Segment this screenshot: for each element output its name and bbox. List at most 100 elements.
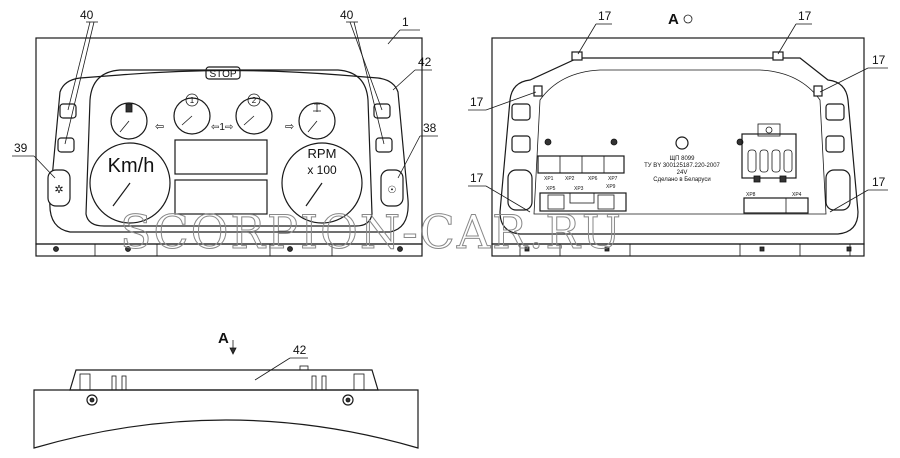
thermometer-icon xyxy=(313,103,321,112)
base-tab xyxy=(94,243,158,257)
clip-17 xyxy=(533,85,543,97)
speedometer: Km/h xyxy=(89,142,171,224)
rear-socket xyxy=(825,103,845,121)
relay-box xyxy=(741,123,797,183)
screw-icon xyxy=(345,397,351,403)
front-base-strip xyxy=(35,243,423,257)
stud-icon xyxy=(544,138,552,146)
connector-xp1: XP1 xyxy=(544,176,554,182)
callout-17-top-left: 17 xyxy=(598,9,612,23)
screw-icon xyxy=(397,246,403,252)
callout-40-right: 40 xyxy=(340,8,354,22)
rear-socket xyxy=(511,135,531,153)
rear-view: A ЩП 8099 ТУ BY 300125187.220-2007 24V С… xyxy=(468,9,888,257)
rpm-scale: x 100 xyxy=(307,163,337,177)
lcd-display-lower xyxy=(174,179,268,215)
sun-icon: ✲ xyxy=(54,184,63,196)
screw-icon xyxy=(53,246,59,252)
center-arrows: ⇦1⇨ xyxy=(211,122,233,133)
callout-17-mid-right: 17 xyxy=(872,53,886,67)
left-button-lower xyxy=(57,137,75,153)
clip-icon xyxy=(846,246,852,252)
screw-icon xyxy=(86,394,98,406)
arrow-down-icon xyxy=(229,347,237,355)
rpm-label: RPM xyxy=(308,146,337,161)
callout-17-bottom-right: 17 xyxy=(872,175,886,189)
clip-icon xyxy=(524,246,530,252)
watermark: SCORPION-CAR.RU xyxy=(120,205,623,259)
base-tab xyxy=(269,243,333,257)
fuel-icon xyxy=(125,103,133,113)
screw-icon xyxy=(89,397,95,403)
view-a-label-top: A xyxy=(668,11,679,28)
right-button-upper xyxy=(373,103,391,119)
stop-label: STOP xyxy=(209,69,236,80)
callout-38: 38 xyxy=(423,121,437,135)
front-bezel xyxy=(49,69,409,233)
front-view: STOP 1 2 ⇦ ⇦1⇨ ⇨ xyxy=(12,8,438,257)
lcd-display-upper xyxy=(174,139,268,175)
rear-socket xyxy=(511,103,531,121)
stop-lamp xyxy=(205,66,241,80)
light-switch-39 xyxy=(47,169,71,207)
connector-xp8: XP8 xyxy=(746,192,756,198)
stud-icon xyxy=(610,138,618,146)
gauge-1: 1 xyxy=(173,93,211,135)
screw-icon xyxy=(342,394,354,406)
callout-42-bottom: 42 xyxy=(293,343,307,357)
left-turn-icon: ⇦ xyxy=(155,121,164,133)
view-a-label-bottom: A xyxy=(218,330,229,347)
screw-icon xyxy=(287,246,293,252)
rear-socket xyxy=(825,135,845,153)
connector-xp7: XP7 xyxy=(608,176,618,182)
callout-40-left: 40 xyxy=(80,8,94,22)
view-marker-icon xyxy=(683,14,693,24)
gauge-1-number: 1 xyxy=(190,96,195,105)
housing-bottom-view xyxy=(33,389,419,449)
right-button-lower xyxy=(375,137,393,153)
view-a-bottom: A 42 xyxy=(33,330,419,449)
right-turn-icon: ⇨ xyxy=(285,121,294,133)
connector-block-upper xyxy=(537,155,625,174)
callout-17-bottom-left: 17 xyxy=(470,171,484,185)
dial-face xyxy=(85,69,373,227)
connector-xp2: XP2 xyxy=(565,176,575,182)
gauge-2: 2 xyxy=(235,93,273,135)
base-tab xyxy=(629,243,741,257)
manufacturer-logo-icon xyxy=(675,136,689,150)
callout-17-mid-left: 17 xyxy=(470,95,484,109)
callout-1: 1 xyxy=(402,15,409,29)
connector-xp6: XP6 xyxy=(588,176,598,182)
callout-42-front: 42 xyxy=(418,55,432,69)
connector-block-right xyxy=(743,197,809,214)
rear-shell xyxy=(499,57,859,235)
speed-label: Km/h xyxy=(108,155,155,177)
rear-switch-socket xyxy=(507,169,533,211)
rear-switch-socket xyxy=(825,169,851,211)
tachometer: RPM x 100 xyxy=(281,142,363,224)
light-switch-38 xyxy=(380,169,404,207)
clip-icon xyxy=(604,246,610,252)
plate-line-2: ТУ BY 300125187.220-2007 xyxy=(644,163,720,169)
clip-17 xyxy=(772,51,784,61)
temp-gauge xyxy=(298,102,336,140)
connector-xp9: XP9 xyxy=(606,184,616,190)
screw-icon xyxy=(125,246,131,252)
fuel-gauge xyxy=(110,102,148,140)
base-tab xyxy=(799,243,851,257)
plate-line-4: Сделано в Беларуси xyxy=(653,177,710,183)
plate-line-3: 24V xyxy=(677,170,688,176)
clip-17 xyxy=(571,51,583,61)
connector-xp5: XP5 xyxy=(546,186,556,192)
rear-inner xyxy=(533,69,827,215)
base-tab xyxy=(519,243,561,257)
gauge-2-number: 2 xyxy=(252,96,257,105)
headlight-icon: ☉ xyxy=(388,185,397,196)
connector-xp4: XP4 xyxy=(792,192,802,198)
callout-17-top-right: 17 xyxy=(798,9,812,23)
connector-xp3: XP3 xyxy=(574,186,584,192)
clip-icon xyxy=(759,246,765,252)
callout-39: 39 xyxy=(14,141,28,155)
plate-line-1: ЩП 8099 xyxy=(670,156,696,162)
